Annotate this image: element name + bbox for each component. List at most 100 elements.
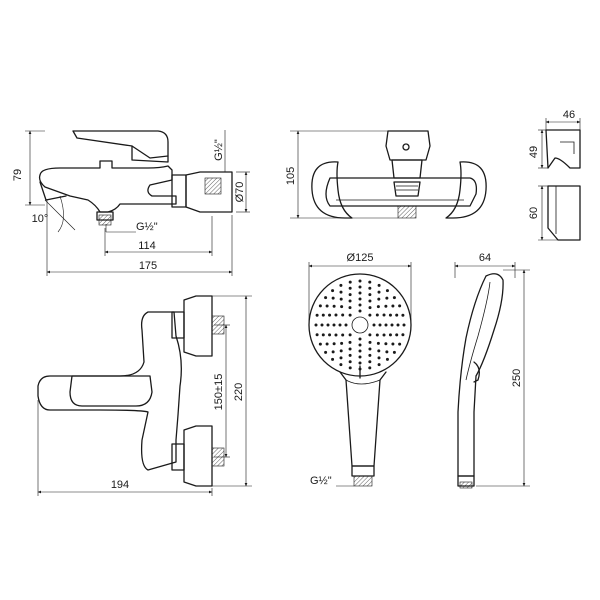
spray-nozzle xyxy=(377,356,381,360)
spray-nozzle xyxy=(341,333,345,337)
dim-114: 114 xyxy=(138,240,156,252)
spray-nozzle xyxy=(340,305,344,309)
spray-nozzle xyxy=(339,290,343,294)
spray-nozzle xyxy=(384,323,388,327)
spray-nozzle xyxy=(368,306,372,310)
top-view xyxy=(37,295,225,487)
spray-nozzle xyxy=(382,313,386,317)
spray-nozzle xyxy=(340,341,344,345)
spray-nozzle xyxy=(331,357,335,361)
spray-nozzle xyxy=(348,360,352,364)
spray-nozzle xyxy=(331,296,335,300)
spray-nozzle xyxy=(377,290,381,294)
spray-nozzle xyxy=(348,299,352,303)
spray-nozzle xyxy=(334,333,338,337)
side-view-dimensions: 79 G½" Ø70 10° G½" 114 175 xyxy=(12,130,250,276)
dim-thread-shower: G½" xyxy=(310,475,332,487)
spray-nozzle xyxy=(392,350,396,354)
spray-nozzle xyxy=(401,333,405,337)
spray-nozzle xyxy=(385,289,389,293)
dim-64: 64 xyxy=(479,252,491,264)
spray-nozzle xyxy=(391,304,395,308)
spray-nozzle xyxy=(331,350,335,354)
spray-nozzles xyxy=(314,279,406,371)
spray-nozzle xyxy=(338,323,342,327)
spray-nozzle xyxy=(391,342,395,346)
dim-thread-bottom: G½" xyxy=(136,221,158,233)
spray-nozzle xyxy=(376,305,380,309)
spray-nozzle xyxy=(384,342,388,346)
spray-nozzle xyxy=(358,337,362,341)
spray-nozzle xyxy=(320,323,324,327)
spray-nozzle xyxy=(328,333,332,337)
spray-nozzle xyxy=(377,297,381,301)
spray-nozzle xyxy=(368,299,372,303)
spray-nozzle xyxy=(377,283,381,287)
shower-side-view xyxy=(457,273,504,489)
spray-nozzle xyxy=(368,333,372,337)
spray-nozzle xyxy=(372,323,376,327)
dim-angle: 10° xyxy=(32,213,49,225)
spray-nozzle xyxy=(332,304,336,308)
spray-nozzle xyxy=(395,333,399,337)
spray-nozzle xyxy=(358,291,362,295)
spray-nozzle xyxy=(385,296,389,300)
spray-nozzle xyxy=(402,323,406,327)
spray-nozzle xyxy=(348,313,352,317)
spray-nozzle xyxy=(321,333,325,337)
front-view xyxy=(311,130,487,219)
spray-nozzle xyxy=(368,347,372,351)
spray-nozzle xyxy=(390,323,394,327)
holder-dimensions: 46 49 60 xyxy=(528,109,581,241)
spray-nozzle xyxy=(348,333,352,337)
spray-nozzle xyxy=(348,293,352,297)
spray-nozzle xyxy=(348,347,352,351)
side-view xyxy=(38,130,233,226)
spray-nozzle xyxy=(339,283,343,287)
spray-nozzle xyxy=(348,340,352,344)
spray-nozzle xyxy=(339,356,343,360)
spray-nozzle xyxy=(331,289,335,293)
spray-nozzle xyxy=(388,333,392,337)
dim-dia-70: Ø70 xyxy=(234,182,246,203)
spray-nozzle xyxy=(358,349,362,353)
spray-nozzle xyxy=(358,343,362,347)
spray-nozzle xyxy=(368,293,372,297)
spray-nozzle xyxy=(377,349,381,353)
spray-nozzle xyxy=(395,313,399,317)
spray-nozzle xyxy=(339,363,343,367)
spray-nozzle xyxy=(382,333,386,337)
spray-nozzle xyxy=(348,306,352,310)
spray-nozzle xyxy=(358,309,362,313)
spray-nozzle xyxy=(341,313,345,317)
spray-nozzle xyxy=(358,279,362,283)
spray-nozzle xyxy=(344,323,348,327)
spray-nozzle xyxy=(368,313,372,317)
spray-nozzle xyxy=(392,296,396,300)
spray-nozzle xyxy=(332,342,336,346)
spray-nozzle xyxy=(368,286,372,290)
shower-head xyxy=(308,273,412,487)
spray-nozzle xyxy=(334,313,338,317)
spray-nozzle xyxy=(339,297,343,301)
dim-49: 49 xyxy=(528,146,540,158)
spray-nozzle xyxy=(318,342,322,346)
spray-nozzle xyxy=(368,360,372,364)
dim-105: 105 xyxy=(285,167,297,185)
shower-side-dimensions: 64 250 xyxy=(454,252,530,487)
shower-head-dimensions: Ø125 G½" xyxy=(308,252,412,487)
spray-nozzle xyxy=(358,367,362,371)
spray-nozzle xyxy=(358,303,362,307)
front-view-dimensions: 105 xyxy=(285,130,398,219)
dim-175: 175 xyxy=(139,260,157,272)
dim-79: 79 xyxy=(12,169,24,181)
spray-nozzle xyxy=(375,313,379,317)
spray-nozzle xyxy=(348,280,352,284)
spray-nozzle xyxy=(358,285,362,289)
spray-nozzle xyxy=(325,342,329,346)
dim-60: 60 xyxy=(528,207,540,219)
spray-nozzle xyxy=(368,366,372,370)
spray-nozzle xyxy=(328,313,332,317)
spray-nozzle xyxy=(358,297,362,301)
